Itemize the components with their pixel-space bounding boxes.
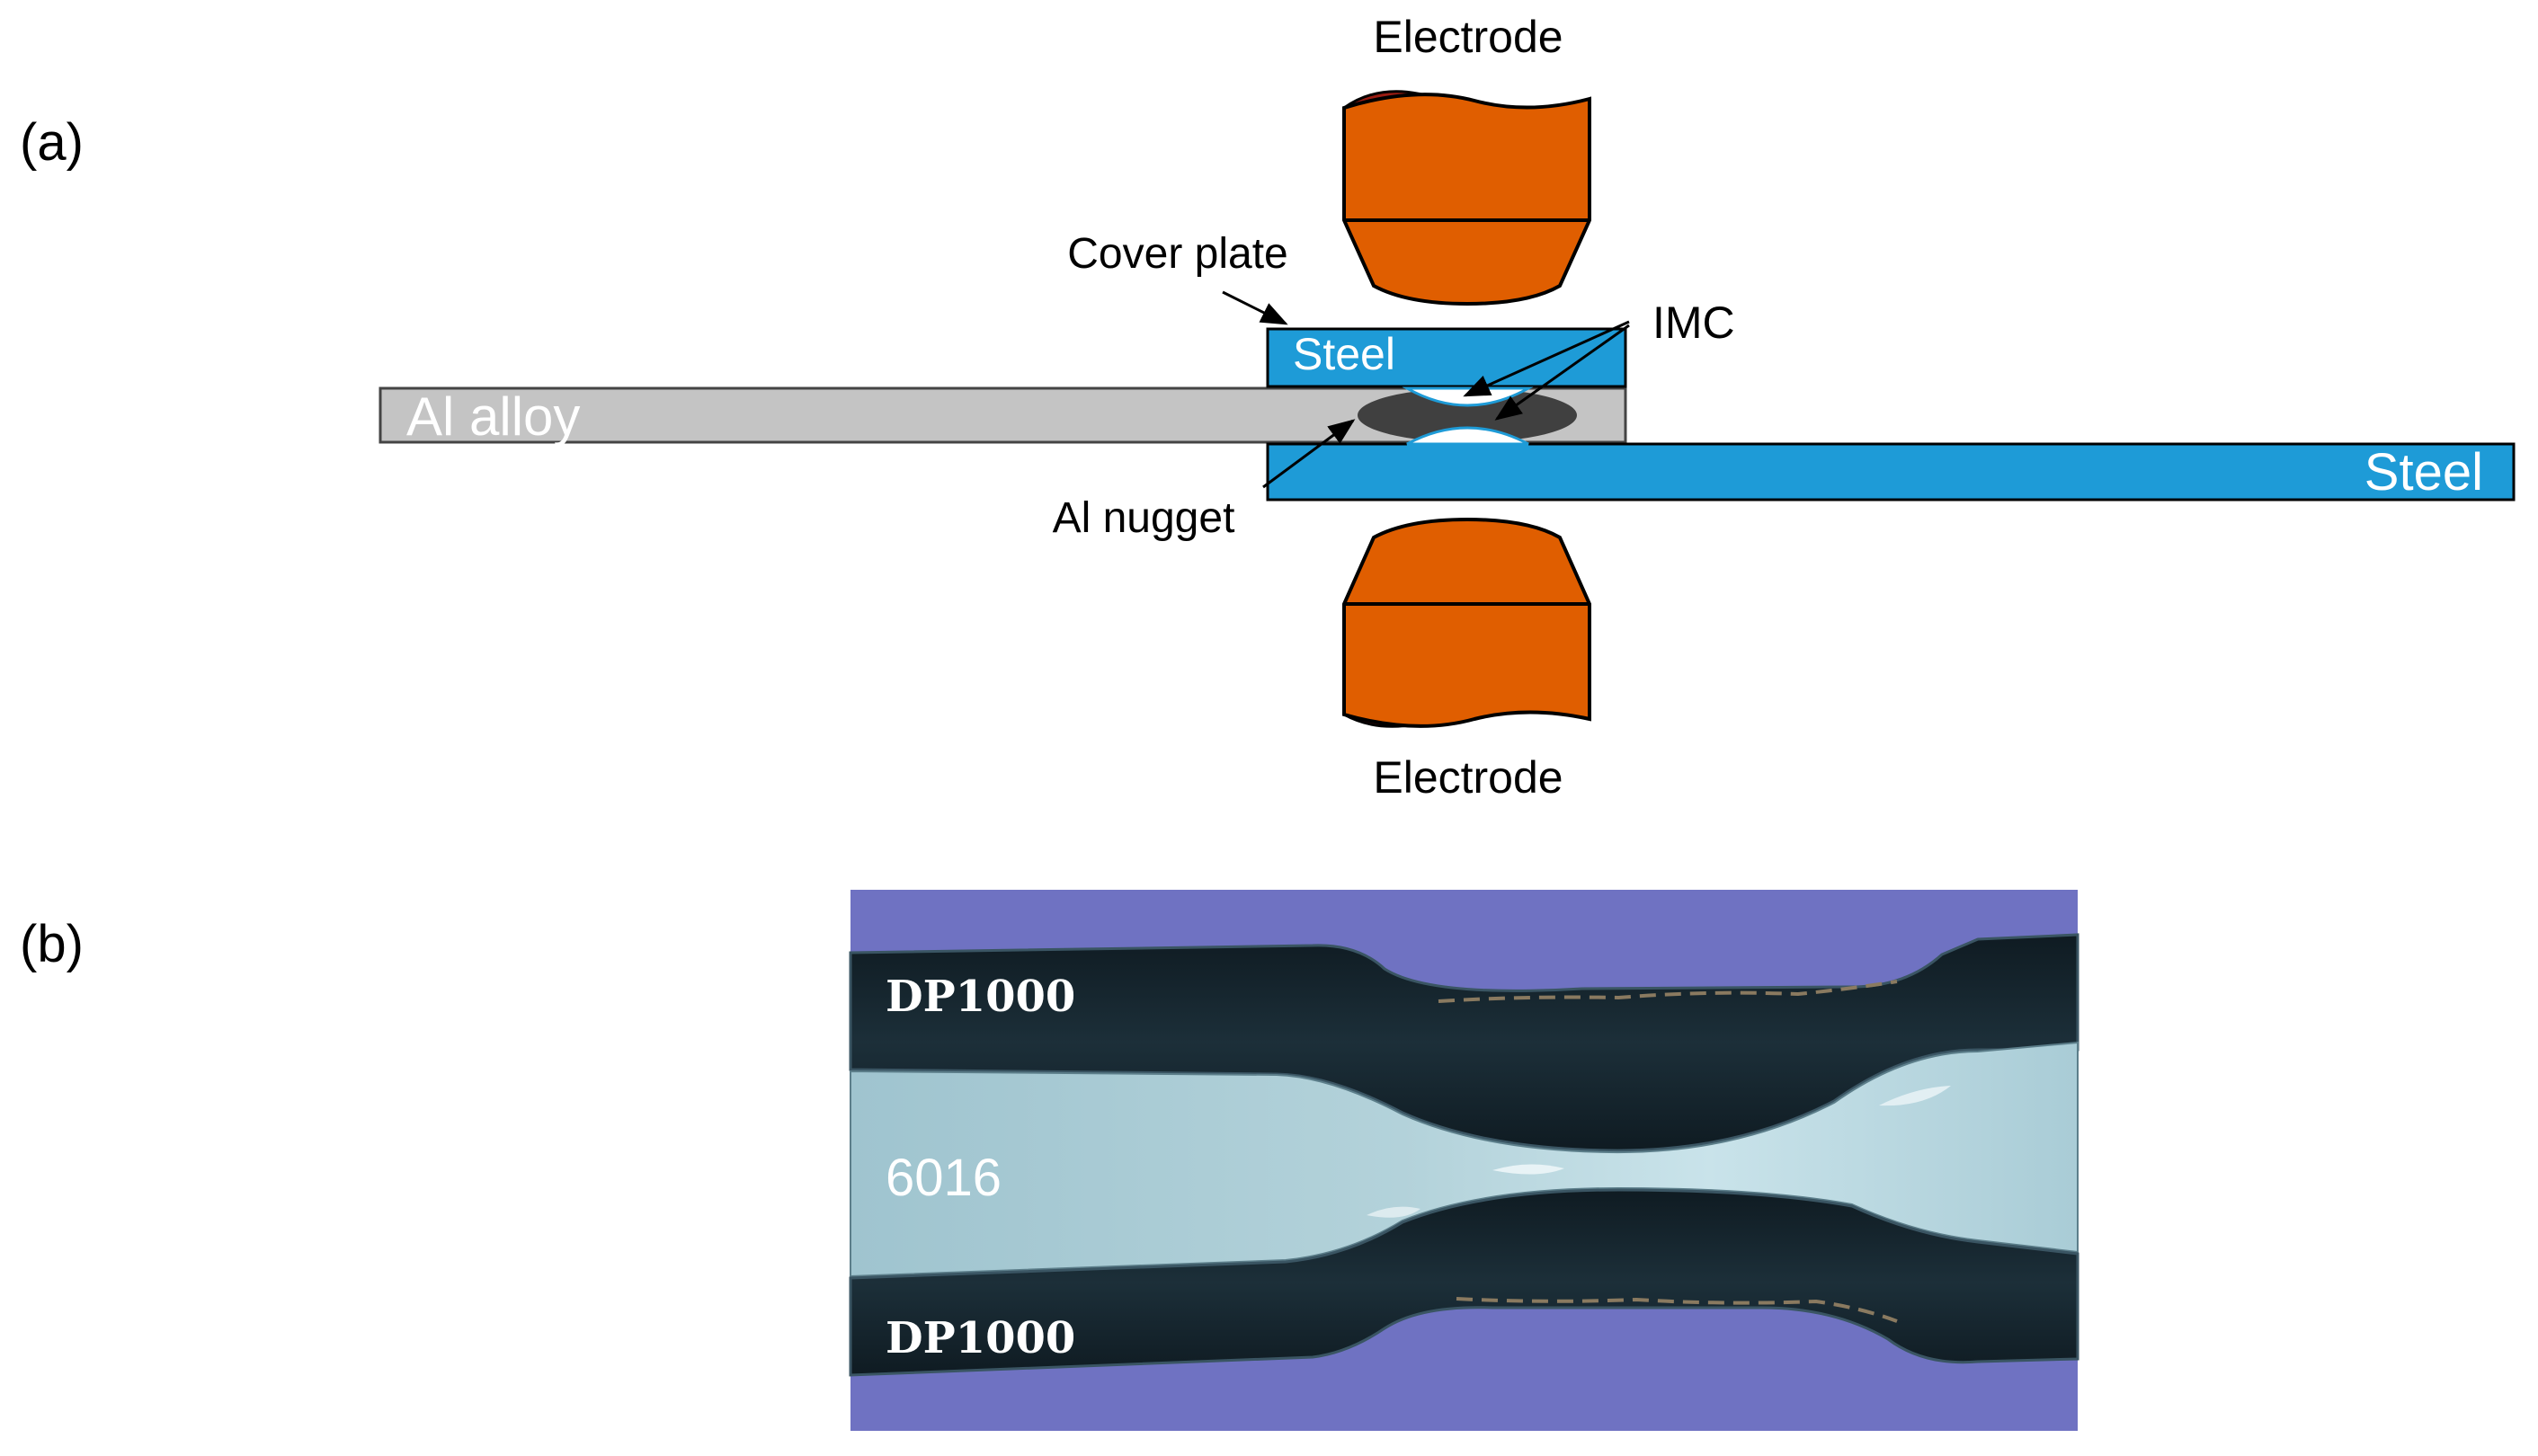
panel-b-label: (b): [20, 915, 84, 973]
interface-reflection-2: [1367, 1206, 1420, 1218]
imc-arrow-top: [1463, 320, 1630, 397]
electrode-bottom-body: [1342, 517, 1591, 728]
electrode-bottom: [1342, 517, 1591, 728]
panel-a-label: (a): [20, 113, 84, 172]
al-nugget-label: Al nugget: [1053, 494, 1235, 542]
dp1000-top-sheet: [849, 933, 2079, 1152]
dp1000-bottom-sheet: [849, 1188, 2079, 1377]
al-alloy-label: Al alloy: [406, 386, 580, 447]
interface-reflection-3: [1879, 1086, 1951, 1106]
edge-residue-top: [1438, 980, 1898, 1003]
panel-a: (a) Electrode Electrode Al alloy Steel S…: [20, 12, 2516, 803]
dp1000-top-label: DP1000: [886, 972, 1075, 1022]
dp1000-bottom-label: DP1000: [886, 1313, 1075, 1363]
panel-b: (b) DP1000 6016 DP1000: [20, 890, 2079, 1431]
steel-bottom-sheet: [1266, 442, 2516, 502]
imc-layer-bottom: [1406, 426, 1529, 446]
electrode-top: [1342, 90, 1591, 306]
electrode-bottom-label: Electrode: [1373, 752, 1563, 803]
steel-bottom-label: Steel: [2364, 443, 2483, 502]
al-6016-sheet: [850, 1041, 2079, 1278]
cover-plate-label: Cover plate: [1067, 230, 1287, 278]
imc-label: IMC: [1652, 297, 1735, 348]
electrode-top-body: [1342, 93, 1591, 306]
al-nugget-arrow: [1262, 419, 1356, 489]
interface-reflection: [1492, 1164, 1564, 1175]
steel-cover-label: Steel: [1293, 329, 1395, 379]
steel-cover-plate: [1266, 327, 1627, 388]
cross-section-micrograph: DP1000 6016 DP1000: [849, 890, 2079, 1431]
cover-plate-arrow: [1222, 290, 1288, 325]
edge-residue-bottom: [1456, 1297, 1898, 1323]
electrode-top-label: Electrode: [1373, 12, 1563, 62]
imc-arrow-bottom: [1494, 324, 1630, 421]
al-6016-label: 6016: [886, 1149, 1002, 1207]
